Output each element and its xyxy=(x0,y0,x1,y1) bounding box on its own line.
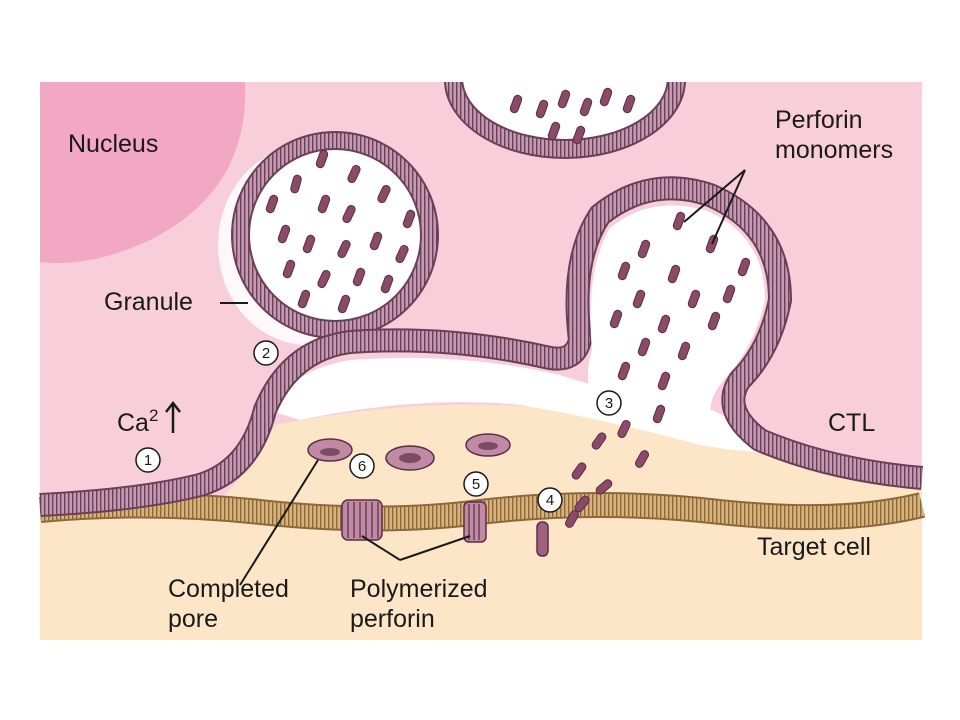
calcium-label-superscript: 2 xyxy=(149,406,158,425)
step-markers: 1 2 3 4 5 6 xyxy=(135,340,622,513)
step-2: 2 xyxy=(262,345,270,362)
leader-lines xyxy=(220,169,746,586)
perforin-monomers-label-line1: Perforin xyxy=(775,106,863,134)
step-1: 1 xyxy=(144,452,152,469)
calcium-label-base: Ca xyxy=(117,409,149,437)
completed-pore xyxy=(465,433,511,457)
step-4: 4 xyxy=(546,492,554,509)
ctl-label: CTL xyxy=(828,409,875,437)
granule-label: Granule xyxy=(104,288,193,316)
increase-arrow-icon xyxy=(165,400,181,433)
polymerized-perforin-channel-large xyxy=(341,499,383,541)
completed-pore xyxy=(385,445,435,471)
synaptic-cleft xyxy=(262,357,800,455)
polymerized-perforin-label-line2: perforin xyxy=(350,605,435,633)
perforin-monomers xyxy=(265,87,751,528)
step-6: 6 xyxy=(358,458,366,475)
inserted-monomer xyxy=(536,521,549,557)
calcium-label: Ca 2 xyxy=(117,400,181,437)
nucleus xyxy=(40,82,246,264)
polymerized-perforin-channel-small xyxy=(463,501,487,543)
ctl-plasma-membrane xyxy=(39,176,924,517)
completed-pore-label-line1: Completed xyxy=(168,575,289,603)
target-cell-label: Target cell xyxy=(757,533,871,561)
completed-pores xyxy=(307,433,511,471)
nucleus-label: Nucleus xyxy=(68,130,158,158)
step-3: 3 xyxy=(605,395,613,412)
polymerized-perforin-label-line1: Polymerized xyxy=(350,575,488,603)
completed-pore xyxy=(307,438,353,462)
perforin-monomers-label-line2: monomers xyxy=(775,136,893,164)
step-5: 5 xyxy=(472,476,480,493)
completed-pore-label-line2: pore xyxy=(168,605,218,633)
